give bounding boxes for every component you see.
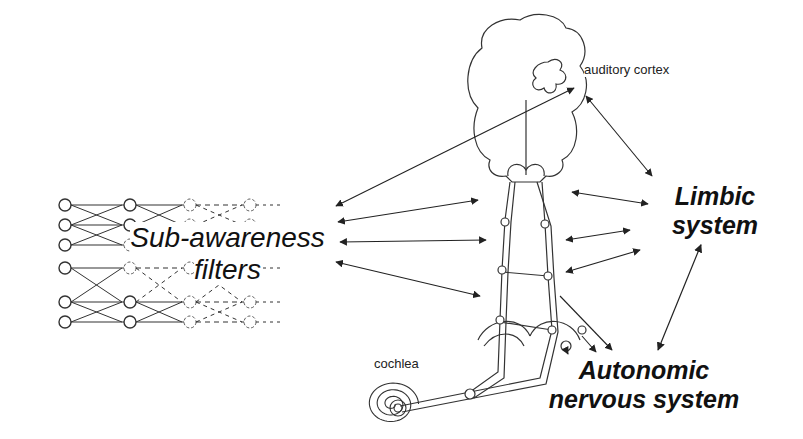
relay-nucleus [496, 316, 504, 324]
autonomic-arrow [560, 296, 612, 350]
connector-arrow [658, 245, 701, 350]
relay-nucleus [544, 272, 552, 280]
filter-arrow [340, 240, 486, 242]
limbic-arrow [566, 230, 630, 240]
filter-arrow [338, 200, 478, 222]
part-label: auditory cortex [584, 62, 669, 77]
node-label: Autonomic nervous system [549, 356, 739, 413]
relay-nucleus [561, 341, 571, 351]
relay-nucleus [578, 326, 586, 334]
node-text: Autonomic nervous system [530, 356, 758, 414]
thalamus [508, 164, 544, 176]
autonomic-arrow [582, 336, 596, 352]
cochlea-spiral [369, 383, 418, 422]
cortex-fold [533, 60, 566, 93]
part-label: cochlea [374, 356, 419, 371]
limbic-arrow [586, 96, 652, 176]
filter-arrow [336, 88, 574, 206]
node-label: Limbic system [672, 182, 758, 239]
brainstem-arc [478, 321, 530, 340]
relay-nucleus [465, 389, 475, 399]
node-label: Sub-awareness filters [130, 222, 325, 285]
autonomic-arrow [566, 350, 568, 354]
brainstem-arc [530, 321, 580, 340]
filter-arrow [336, 262, 480, 296]
label-node: Autonomic nervous system [530, 356, 758, 414]
relay-nucleus [498, 266, 506, 274]
label-node: Limbic system [660, 182, 770, 240]
relay-nucleus [541, 220, 549, 228]
pathway-left [400, 182, 510, 406]
pathway-right [470, 182, 552, 392]
limbic-arrow [572, 192, 648, 204]
pathway-right-2 [474, 182, 558, 398]
brain-outline [468, 14, 587, 182]
limbic-arrow [566, 250, 640, 272]
brainstem-arc [484, 334, 524, 346]
node-text: Sub-awareness filters [120, 222, 335, 286]
crossing-fiber [502, 272, 548, 276]
label-node: Sub-awareness filters [120, 222, 335, 286]
node-text: Limbic system [660, 182, 770, 240]
pathway-left-2 [402, 182, 515, 412]
relay-nucleus [501, 218, 509, 226]
relay-nucleus [548, 326, 556, 334]
